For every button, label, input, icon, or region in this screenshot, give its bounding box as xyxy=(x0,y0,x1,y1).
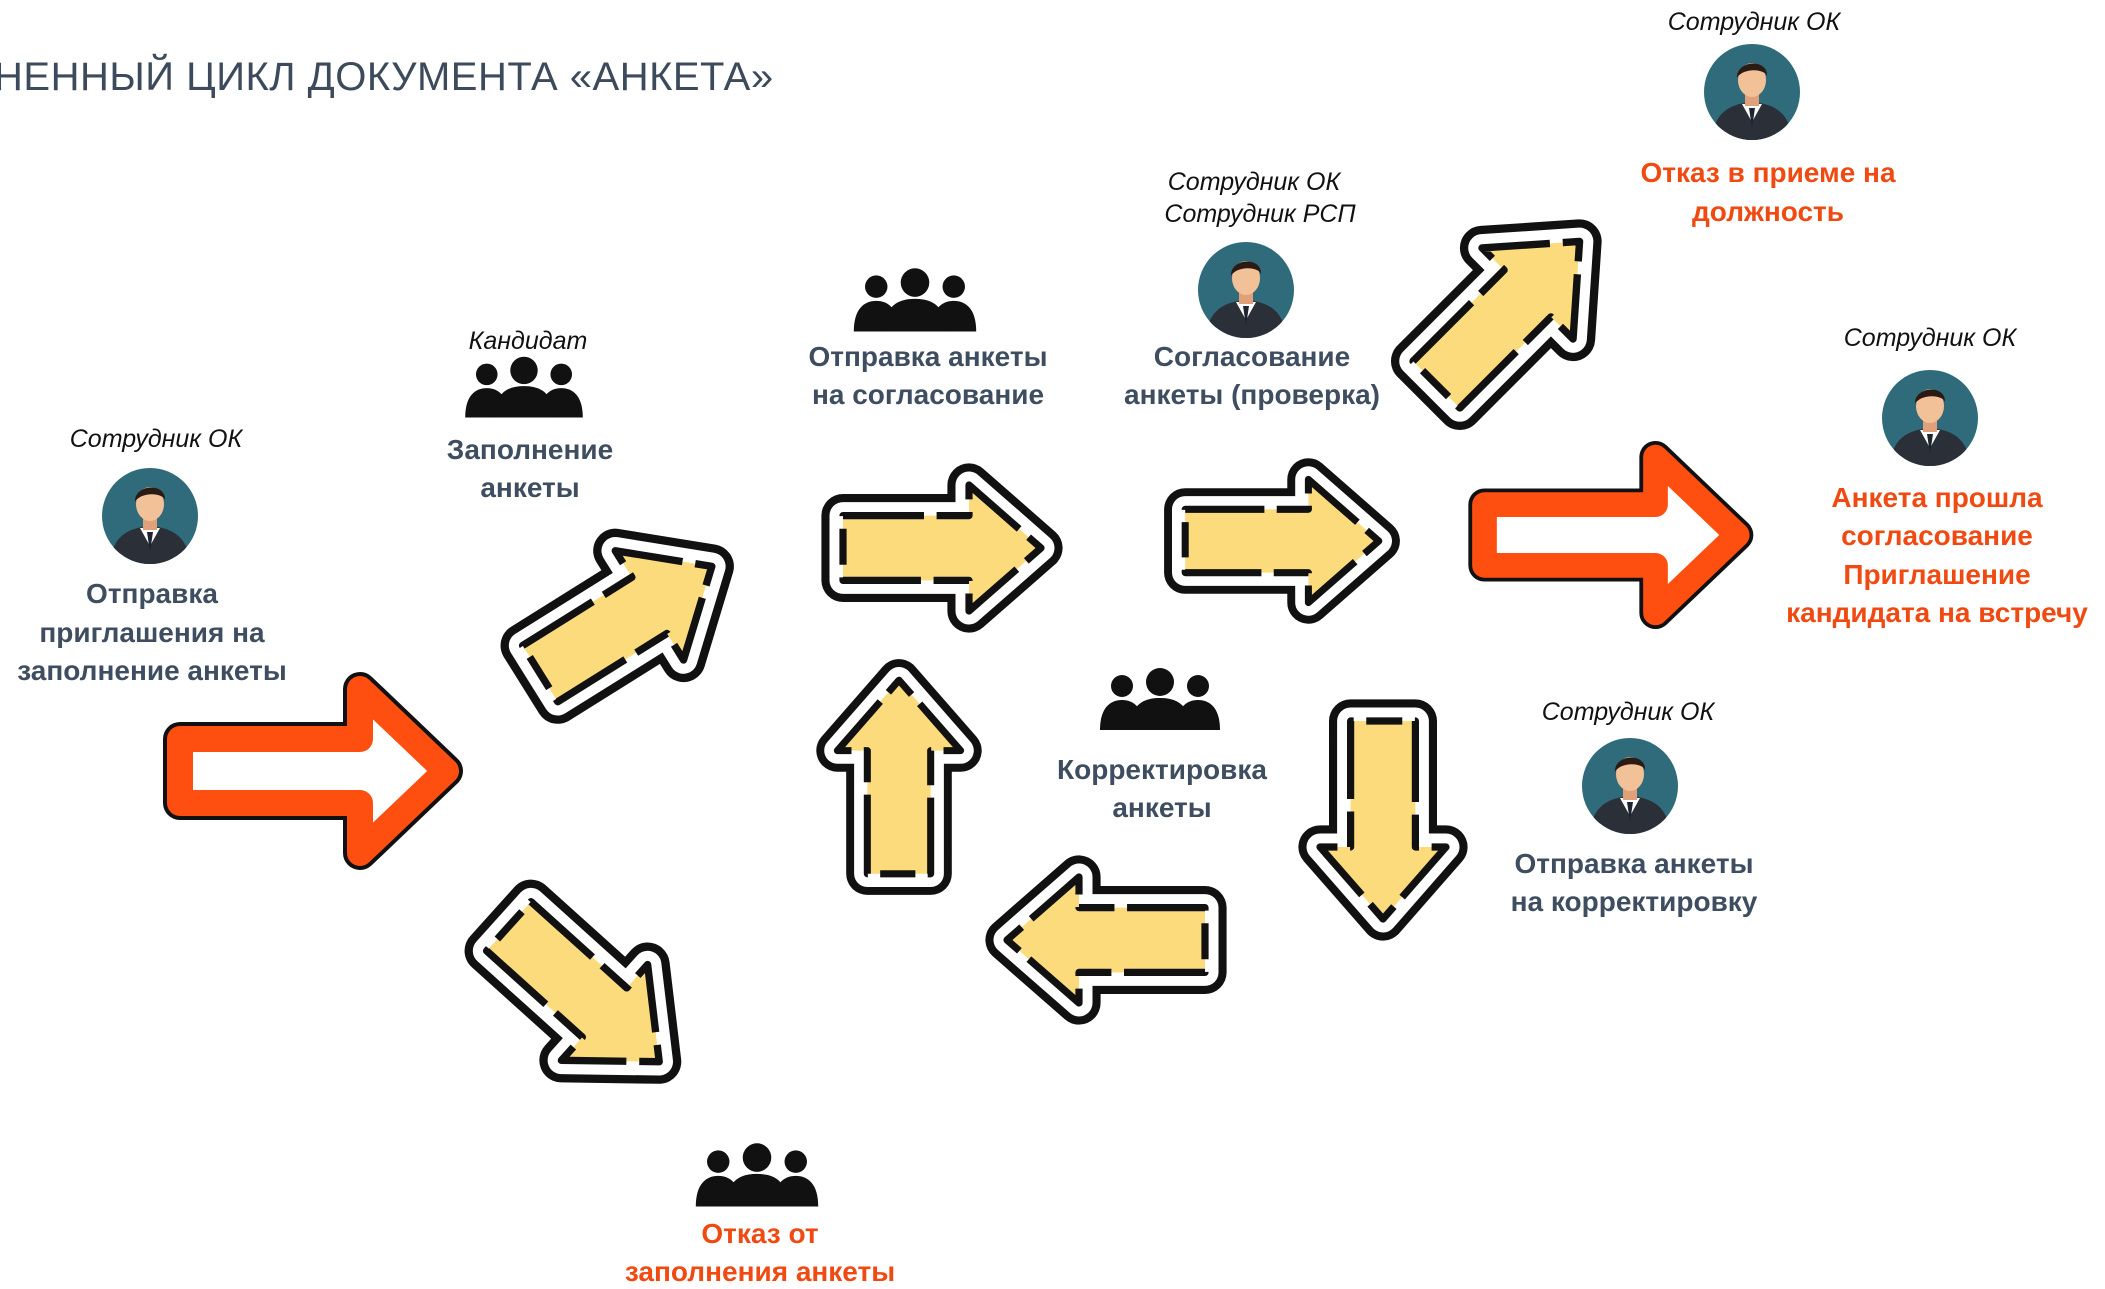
role-label: Кандидат xyxy=(469,327,588,355)
arrow-icon xyxy=(180,689,446,853)
people-group-icon xyxy=(1100,668,1220,730)
role-label: Сотрудник ОК xyxy=(70,425,244,453)
arrow-icon xyxy=(1391,196,1625,430)
arrow-icon xyxy=(843,485,1041,611)
role-label: Сотрудник РСП xyxy=(1164,200,1356,228)
node-label-line: согласование xyxy=(1841,520,2033,551)
arrow-icon xyxy=(837,680,960,874)
arrow-icon xyxy=(1185,479,1379,602)
node-label-line: Анкета прошла xyxy=(1831,482,2043,513)
node-label-line: Отказ от xyxy=(701,1218,818,1249)
page-title: НЕННЫЙ ЦИКЛ ДОКУМЕНТА «АНКЕТА» xyxy=(0,53,774,99)
node-label-line: Отправка xyxy=(86,578,218,609)
node-label-line: заполнения анкеты xyxy=(625,1256,895,1287)
node-label-line: приглашения на xyxy=(39,617,265,648)
node-label-line: кандидата на встречу xyxy=(1786,597,2088,628)
node-label-line: Согласование xyxy=(1154,341,1350,372)
node-label-line: анкеты xyxy=(480,472,579,503)
node-label-line: Отказ в приеме на xyxy=(1640,157,1896,188)
node-correction: Корректировка анкеты xyxy=(1057,668,1267,823)
arrow-icon xyxy=(466,878,703,1109)
people-group-icon xyxy=(695,1143,819,1207)
node-label-line: заполнение анкеты xyxy=(17,655,287,686)
node-label-line: Отправка анкеты xyxy=(1515,848,1754,879)
arrow-icon xyxy=(1320,721,1446,919)
employee-avatar-icon xyxy=(1198,242,1294,338)
arrow-icon xyxy=(1007,877,1205,1003)
node-label-line: Приглашение xyxy=(1843,559,2030,590)
employee-avatar-icon xyxy=(102,468,198,564)
node-rejection-hire: Сотрудник ОК Отказ в приеме на должность xyxy=(1640,8,1896,227)
node-refusal-fill: Отказ от заполнения анкеты xyxy=(625,1143,895,1287)
employee-avatar-icon xyxy=(1582,738,1678,834)
node-fill-form: Кандидат Заполнение анкеты xyxy=(447,327,613,503)
people-group-icon xyxy=(853,268,977,332)
node-send-invite: Сотрудник ОК Отправка приглашения на зап… xyxy=(17,425,287,686)
node-approved: Сотрудник ОК Анкета прошла согласование … xyxy=(1786,324,2088,628)
node-approval-check: Сотрудник ОК Сотрудник РСП Согласование … xyxy=(1124,168,1380,410)
role-label: Сотрудник ОК xyxy=(1668,8,1842,36)
node-label-line: анкеты (проверка) xyxy=(1124,379,1380,410)
employee-avatar-icon xyxy=(1704,44,1800,140)
node-label-line: Заполнение xyxy=(447,434,613,465)
employee-avatar-icon xyxy=(1882,370,1978,466)
people-group-icon xyxy=(465,356,583,418)
role-label: Сотрудник ОК xyxy=(1542,698,1716,726)
arrow-icon xyxy=(506,512,746,728)
role-label: Сотрудник ОК xyxy=(1168,168,1342,196)
role-label: Сотрудник ОК xyxy=(1844,324,2018,352)
node-label-line: анкеты xyxy=(1112,792,1211,823)
node-label-line: должность xyxy=(1692,196,1844,227)
node-label-line: на корректировку xyxy=(1511,886,1758,917)
node-label-line: на согласование xyxy=(812,379,1044,410)
node-label-line: Корректировка xyxy=(1057,754,1267,785)
arrow-icon xyxy=(1485,457,1738,613)
node-send-correction: Сотрудник ОК Отправка анкеты на корректи… xyxy=(1511,698,1758,917)
node-label-line: Отправка анкеты xyxy=(809,341,1048,372)
node-send-approval: Отправка анкеты на согласование xyxy=(809,268,1048,410)
